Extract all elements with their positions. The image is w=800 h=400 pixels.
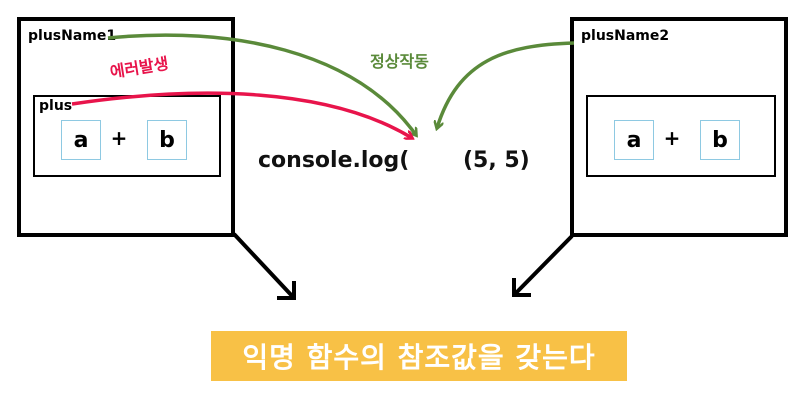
arrow-plusname2-to-call xyxy=(437,41,575,128)
caption-text: 익명 함수의 참조값을 갖는다 xyxy=(242,341,596,374)
plusname2-box: plusName2 a + b xyxy=(570,17,788,237)
var-a-box: a xyxy=(61,120,101,160)
var-b-box: b xyxy=(700,120,740,160)
arrow-down-left xyxy=(512,234,574,297)
ok-annotation: 정상작동 xyxy=(370,52,429,71)
var-a-text: a xyxy=(73,127,89,153)
plusname1-label: plusName1 xyxy=(28,28,117,44)
var-b-text: b xyxy=(712,127,728,153)
var-a-box: a xyxy=(614,120,654,160)
console-log-call: console.log( xyxy=(258,148,410,173)
var-a-text: a xyxy=(626,127,642,153)
var-b-box: b xyxy=(147,120,187,160)
plus-operator: + xyxy=(110,126,128,150)
plus-function-box: plus a + b xyxy=(33,95,221,177)
plusname1-box: plusName1 plus a + b xyxy=(17,17,235,237)
anonymous-function-box: a + b xyxy=(586,95,776,177)
var-b-text: b xyxy=(159,127,175,153)
call-arguments: (5, 5) xyxy=(463,148,530,173)
arrow-down-right xyxy=(232,232,296,300)
plus-label: plus xyxy=(39,98,73,114)
plus-operator: + xyxy=(663,126,681,150)
plusname2-label: plusName2 xyxy=(581,28,670,44)
caption-banner: 익명 함수의 참조값을 갖는다 xyxy=(211,331,627,381)
